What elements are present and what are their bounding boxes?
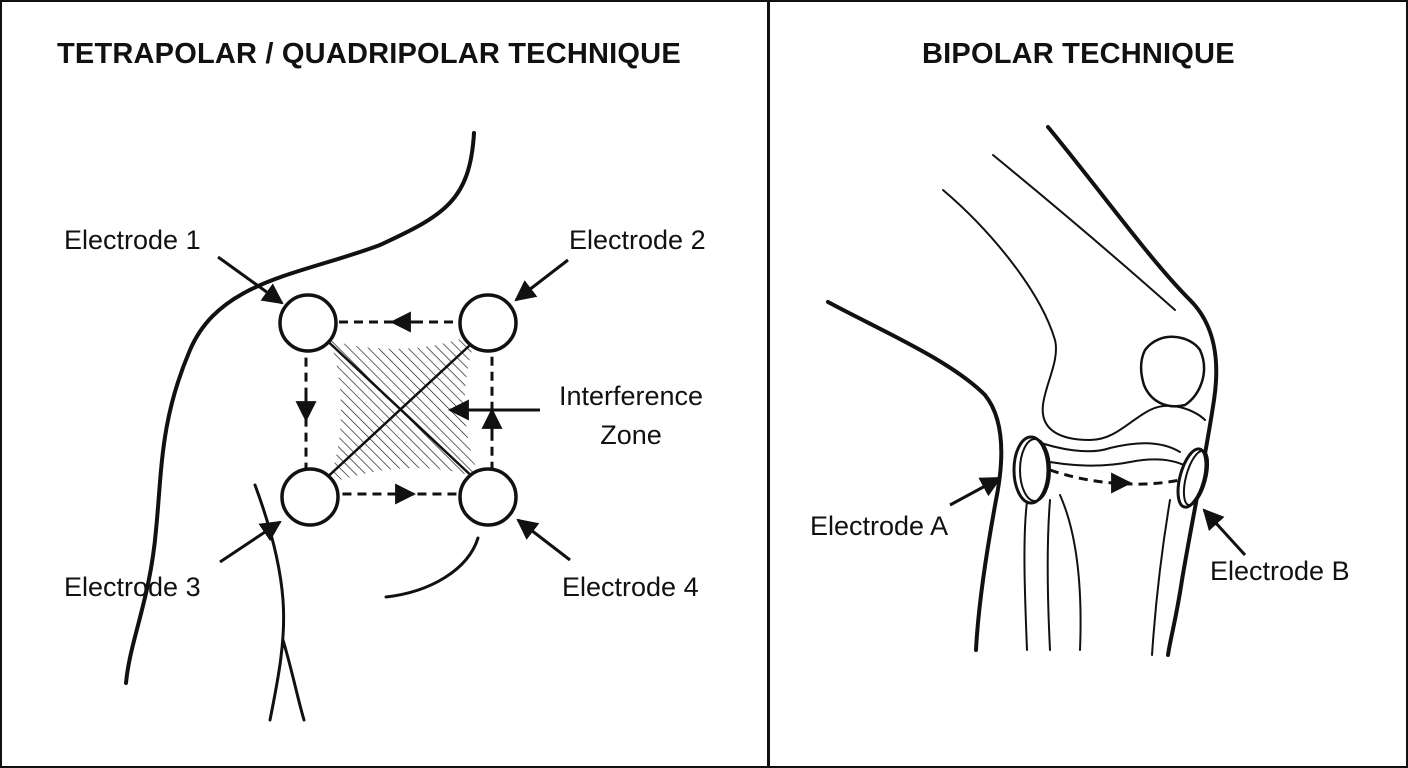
shoulder-outline	[124, 131, 476, 685]
tetrapolar-title: TETRAPOLAR / QUADRIPOLAR TECHNIQUE	[57, 38, 681, 70]
electrode-b-pointer	[1202, 508, 1247, 557]
electrode-2-label: Electrode 2	[569, 225, 706, 255]
electrode-a-label: Electrode A	[810, 511, 949, 541]
panel-divider	[767, 0, 770, 768]
electrode-1-label: Electrode 1	[64, 225, 201, 255]
interference-label-line2: Zone	[600, 420, 662, 450]
current-path-1-4	[319, 333, 479, 483]
electrode-3-pad	[280, 467, 340, 527]
loop-arrows	[295, 311, 503, 505]
electrode-a-pointer	[949, 476, 1002, 507]
electrode-b-label: Electrode B	[1210, 556, 1350, 586]
electrode-b-rim	[1182, 449, 1210, 507]
electrode-4-pointer	[516, 518, 571, 562]
current-path-2-3	[321, 333, 483, 483]
interference-label-line1: Interference	[558, 381, 704, 411]
electrode-2-pointer	[514, 258, 569, 302]
electrode-4-label: Electrode 4	[562, 572, 699, 602]
electrode-3-pointer	[219, 520, 282, 564]
electrode-4-pad	[458, 467, 518, 527]
electrode-3-label: Electrode 3	[64, 572, 201, 602]
arm-outline	[253, 483, 480, 722]
bipolar-title: BIPOLAR TECHNIQUE	[922, 38, 1235, 70]
electrode-1-pad	[278, 293, 338, 353]
electrode-b-pad	[1176, 447, 1208, 509]
electrode-2-pad	[458, 293, 518, 353]
knee-outline	[826, 125, 1219, 657]
electrode-1-pointer	[217, 255, 284, 305]
